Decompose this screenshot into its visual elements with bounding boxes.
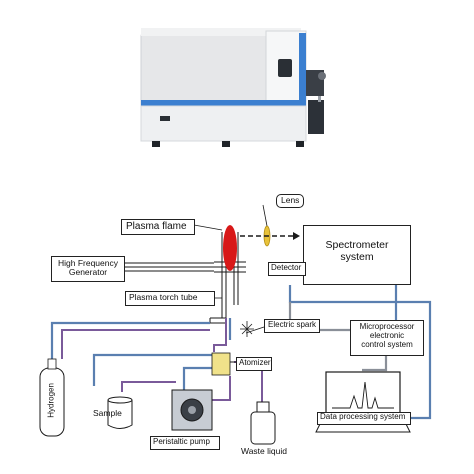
electric-spark-text: Electric spark (268, 320, 317, 329)
sample-text: Sample (93, 408, 122, 418)
detector-label: Detector (268, 262, 306, 276)
light-beam-arrow (293, 232, 300, 240)
hydrogen-text: Hydrogen (46, 383, 56, 418)
sample-beaker (107, 400, 133, 429)
instrument-torch-box-2 (308, 100, 324, 134)
instrument-window (278, 59, 292, 77)
atomizer-text: Atomizer (239, 358, 271, 367)
atomizer-label: Atomizer (236, 357, 272, 371)
hf-generator-text: High Frequency Generator (57, 258, 118, 278)
spectrometer-box: Spectrometer system (303, 225, 411, 285)
instrument-foot-3 (296, 141, 304, 147)
electric-spark-label: Electric spark (264, 319, 320, 333)
instrument-blue-edge (299, 33, 306, 119)
hydrogen-valve (47, 358, 57, 370)
instrument-blue-stripe (141, 100, 306, 106)
plasma-flame-shape (223, 225, 237, 271)
instrument-torch-knob (318, 72, 326, 80)
peristaltic-pump-text: Peristaltic pump (153, 437, 210, 446)
instrument-top-face (141, 28, 301, 36)
plasma-flame-text: Plasma flame (126, 221, 187, 232)
atomizer-body (211, 352, 231, 376)
waste-liquid-bottle (250, 411, 276, 445)
lens-text: Lens (281, 195, 300, 205)
plasma-flame-label: Plasma flame (121, 219, 195, 235)
leader-lines (193, 204, 268, 334)
data-processing-label: Data processing system (317, 412, 411, 425)
plasma-torch-tube-text: Plasma torch tube (129, 292, 198, 302)
spectrometer-text: Spectrometer system (325, 239, 389, 263)
hf-generator-box: High Frequency Generator (51, 256, 125, 282)
microprocessor-box: Microprocessor electronic control system (350, 320, 424, 356)
peristaltic-pump-hub (188, 406, 196, 414)
hf-coil-wires (124, 262, 214, 272)
instrument-foot-2 (222, 141, 230, 147)
instrument-torch-pipe (318, 96, 321, 102)
peristaltic-pump-label: Peristaltic pump (150, 436, 220, 450)
microprocessor-text: Microprocessor electronic control system (359, 322, 415, 349)
laptop-spectrum (332, 381, 394, 409)
waste-liquid-cap (256, 401, 270, 413)
instrument-body (140, 28, 326, 147)
instrument-foot-1 (152, 141, 160, 147)
laptop-base (315, 423, 411, 433)
lens-label: Lens (276, 194, 304, 208)
data-processing-text: Data processing system (320, 412, 406, 421)
detector-text: Detector (271, 263, 302, 272)
instrument-lower-panel (140, 105, 307, 142)
electric-spark-icon (240, 321, 254, 337)
waste-liquid-text: Waste liquid (241, 446, 287, 456)
instrument-badge (160, 116, 170, 121)
sample-beaker-top (107, 396, 133, 404)
purple-pipes (61, 318, 263, 402)
blue-pipes (50, 285, 432, 420)
plasma-torch-tube-label: Plasma torch tube (125, 291, 215, 306)
